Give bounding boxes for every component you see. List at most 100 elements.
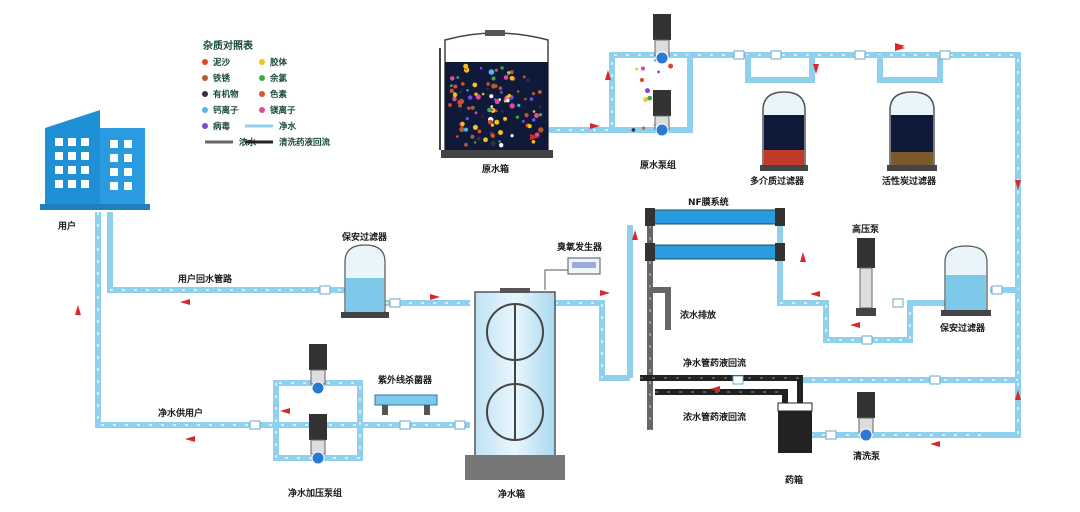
raw-tank-impurity-dot [467, 106, 471, 110]
raw-tank-impurity-dot [500, 66, 504, 70]
pipe-impurity-dot [626, 81, 630, 85]
nf-membrane-system [645, 208, 785, 261]
raw-tank-impurity-dot [457, 99, 463, 105]
pipe-impurity-dot [657, 70, 660, 74]
raw-tank-impurity-dot [470, 134, 475, 139]
raw-tank-impurity-dot [459, 90, 462, 94]
raw-tank-impurity-dot [474, 111, 478, 115]
raw-tank-impurity-dot [503, 116, 508, 121]
pipe-impurity-dot [631, 128, 636, 132]
legend-dot-3 [259, 75, 265, 81]
legend-item-label: 病毒 [213, 121, 231, 132]
raw-tank-impurity-dot [503, 100, 507, 103]
raw-tank-impurity-dot [488, 69, 495, 75]
valves [249, 50, 1003, 440]
raw-pump-group [653, 14, 671, 137]
raw-tank-impurity-dot [489, 94, 494, 99]
raw-tank-impurity-dot [529, 97, 534, 101]
raw-tank-impurity-dot [505, 98, 510, 103]
booster-pump-group [309, 344, 327, 465]
raw-tank-impurity-dot [472, 124, 478, 130]
raw-tank-impurity-dot [460, 121, 465, 126]
legend-dot-2 [202, 75, 208, 81]
legend-item-label: 有机物 [213, 89, 239, 100]
security-filter-right [941, 245, 991, 316]
raw-tank-impurity-dot [486, 82, 490, 86]
raw-tank-impurity-dot [503, 75, 509, 80]
raw-tank-impurity-dot [538, 127, 544, 133]
raw-tank-impurity-dot [453, 92, 457, 96]
pipe-impurity-dot [645, 88, 650, 94]
legend-item-label: 泥沙 [213, 57, 231, 68]
booster-pump-label: 净水加压泵组 [288, 487, 342, 499]
chem-tank-label: 药箱 [785, 474, 803, 486]
cleaning-pump [857, 392, 875, 442]
legend-line-label: 净水 [279, 121, 297, 132]
raw-tank-impurity-dot [481, 115, 484, 118]
security-filter-left-label: 保安过滤器 [341, 231, 388, 243]
raw-tank-impurity-dot [483, 137, 488, 143]
raw-tank-impurity-dot [531, 92, 536, 96]
raw-tank-impurity-dot [452, 96, 457, 102]
raw-tank-impurity-dot [531, 140, 536, 144]
security-filter-left [341, 244, 389, 318]
raw-tank-impurity-dot [515, 115, 520, 119]
uv-sterilizer [374, 394, 438, 415]
pipe-impurity-dot [668, 63, 674, 69]
pipe-impurity-dot [635, 67, 638, 71]
pipe-impurity-dot [647, 95, 653, 101]
raw-tank-impurity-dot [459, 126, 465, 133]
clean-water-tank [465, 288, 565, 480]
raw-tank-impurity-dot [509, 76, 515, 81]
legend-item-label: 色素 [270, 89, 288, 100]
raw-tank-impurity-dot [465, 117, 469, 121]
hp-pump-label: 高压泵 [852, 223, 880, 235]
raw-tank-impurity-dot [494, 119, 500, 125]
raw-tank-impurity-dot [494, 98, 500, 105]
carbon-filter [887, 91, 937, 171]
raw-tank-impurity-dot [479, 66, 483, 70]
raw-tank-impurity-dot [456, 76, 460, 79]
raw-tank-impurity-dot [522, 75, 526, 79]
raw-tank-impurity-dot [537, 90, 542, 94]
raw-tank-impurity-dot [500, 91, 503, 94]
raw-tank-impurity-dot [509, 103, 515, 109]
flow-arrows [75, 43, 1021, 447]
raw-tank-impurity-dot [467, 95, 473, 100]
raw-tank-impurity-dot [490, 123, 495, 127]
raw-tank-impurity-dot [506, 72, 510, 76]
raw-tank-impurity-dot [475, 94, 481, 100]
raw-tank-impurity-dot [491, 83, 497, 89]
legend-dot-7 [259, 107, 265, 113]
supply-user-label: 净水供用户 [158, 407, 203, 419]
legend-dot-1 [259, 59, 265, 65]
raw-tank-impurity-dot [466, 89, 469, 92]
legend-title: 杂质对照表 [203, 39, 254, 52]
raw-tank-impurity-dot [538, 105, 542, 109]
legend-dot-5 [259, 91, 265, 97]
raw-tank-impurity-dot [509, 70, 514, 75]
legend-dot-0 [202, 59, 208, 65]
legend-dot-8 [202, 123, 208, 129]
legend-item-label: 余氯 [269, 73, 288, 84]
concentrate-drain-label: 浓水排放 [680, 309, 717, 321]
legend: 杂质对照表 泥沙胶体铁锈余氯有机物色素钙离子镁离子病毒净水浓水清洗药液回流 [202, 39, 331, 148]
multimedia-filter [760, 91, 808, 171]
chemical-tank [777, 402, 813, 453]
raw-tank-impurity-dot [470, 105, 475, 110]
raw-tank-impurity-dot [463, 63, 469, 69]
raw-tank-impurity-dot [499, 143, 504, 148]
raw-tank-impurity-dot [527, 124, 532, 129]
raw-tank-impurity-dot [534, 113, 539, 118]
clean-return-1-label: 净水管药液回流 [683, 357, 746, 369]
raw-tank-impurity-dot [498, 140, 501, 143]
pipe-impurity-dot [642, 126, 645, 130]
raw-tank-impurity-dot [476, 136, 481, 141]
legend-dot-6 [202, 107, 208, 113]
raw-tank-impurity-dot [494, 68, 498, 72]
raw-tank-impurity-dot [450, 76, 455, 81]
pipe-impurity-dot [643, 97, 648, 102]
raw-tank-impurity-dot [521, 119, 525, 123]
raw-tank-impurity-dot [473, 141, 477, 144]
